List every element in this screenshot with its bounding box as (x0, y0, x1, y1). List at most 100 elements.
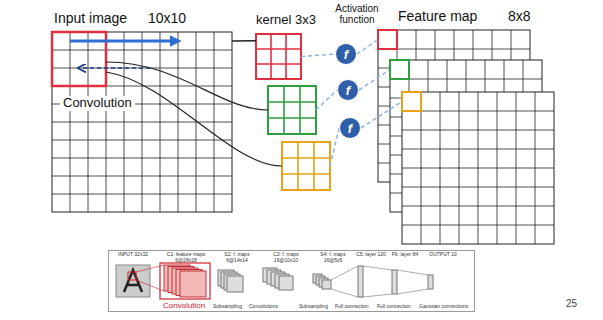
layer-bar (392, 270, 397, 294)
grid-line (497, 92, 498, 244)
grid-line (52, 140, 232, 141)
feature-plane (180, 271, 206, 297)
grid-line (256, 48, 301, 50)
grid-line (270, 34, 272, 79)
grid-line (52, 68, 232, 69)
feature-map-grid (402, 92, 554, 244)
grid-line (282, 173, 330, 175)
grid-line (402, 187, 554, 188)
output-cell (390, 60, 409, 79)
grid-line (285, 34, 287, 79)
map-title: Feature map (398, 8, 477, 24)
activation-circle: f (337, 79, 359, 101)
kernel-grid-frame (256, 34, 301, 79)
activation-label: Activation function (326, 4, 388, 25)
lenet-illustration (116, 263, 433, 299)
function-symbol: f (340, 118, 360, 138)
dashed-link (357, 40, 378, 55)
operation-label: Full connection (335, 304, 369, 310)
activation-circle: f (335, 43, 357, 65)
layer-label: C5: layer 120 (354, 252, 388, 258)
kernel-title: kernel 3x3 (256, 13, 316, 28)
page-number: 25 (566, 298, 577, 309)
layer-label: F6: layer 84 (388, 252, 422, 258)
pool-plane (322, 280, 331, 289)
receptive-field-box (128, 272, 136, 280)
return-arrow (80, 67, 150, 69)
kernel-grid (268, 86, 316, 134)
connection-line (397, 270, 428, 275)
output-cell (378, 30, 397, 49)
lenet-inset: INPUT 32x32 C1: feature maps 6@28x28S2: f… (108, 250, 475, 312)
feature-plane (279, 276, 293, 290)
layer-label: C1: feature maps 6@28x28 (161, 252, 211, 263)
grid-line (268, 101, 316, 103)
grid-line (52, 176, 232, 177)
grid-line (268, 117, 316, 119)
inset-ground (108, 250, 475, 312)
connection-line (363, 266, 392, 270)
operation-label: Convolutions (249, 304, 278, 310)
connection-line (397, 289, 428, 294)
grid-line (402, 225, 554, 226)
grid-line (256, 63, 301, 65)
dashed-link (361, 102, 402, 129)
map-size: 8x8 (508, 8, 531, 24)
image-title: Input image (54, 10, 127, 26)
connection-line (331, 289, 358, 297)
feature-map-box: Feature map8x8 (378, 30, 530, 182)
operation-label: Subsampling (299, 304, 328, 310)
operation-label: Gaussian connections (419, 304, 468, 310)
grid-line (160, 32, 161, 212)
layer-bar (358, 266, 363, 297)
grid-line (196, 32, 197, 212)
highlight-label: Convolution (163, 301, 205, 310)
grid-line (313, 142, 315, 190)
output-cell (402, 92, 421, 111)
pool-plane (227, 276, 243, 292)
grid-line (535, 92, 536, 244)
connection-line (363, 294, 392, 297)
dashed-link (330, 128, 339, 166)
activation-circle: f (339, 117, 361, 139)
layer-label: OUTPUT 10 (423, 252, 463, 258)
grid-line (52, 122, 232, 123)
kernel-grid (282, 142, 330, 190)
function-symbol: f (336, 44, 356, 64)
grid-group (52, 30, 554, 244)
grid-line (178, 32, 179, 212)
input-image-grid: Input image10x10Convolution (52, 32, 232, 212)
grid-line (402, 206, 554, 207)
input-grid (52, 32, 232, 212)
connection-line (331, 266, 358, 280)
dashed-link (301, 54, 335, 57)
slide-arrow (70, 40, 178, 43)
operation-label: Convolution (60, 96, 135, 111)
layer-label: INPUT 32x32 (111, 252, 155, 258)
layer-bar (428, 275, 433, 289)
grid-line (283, 86, 285, 134)
layer-label: S4: f. maps 16@5x5 (312, 252, 354, 263)
kernel-grid-frame (268, 86, 316, 134)
kernel-link-curve (106, 72, 282, 166)
kernel-grid (256, 34, 301, 79)
kernel-link-line (232, 40, 256, 42)
image-size: 10x10 (148, 10, 186, 26)
input-grid-frame (52, 32, 232, 212)
grid-line (52, 194, 232, 195)
grid-line (52, 158, 232, 159)
grid-line (214, 32, 215, 212)
dashed-link (316, 90, 337, 110)
grid-line (299, 86, 301, 134)
function-symbol: f (338, 80, 358, 100)
kernel-box: kernel 3x3 (256, 34, 301, 79)
operation-label: Subsampling (213, 304, 242, 310)
grid-line (402, 168, 554, 169)
highlight-box (160, 263, 210, 299)
layer-label: S2: f. maps 6@14x14 (213, 252, 261, 263)
operation-label: Full connection (377, 304, 411, 310)
dashed-link (359, 70, 390, 91)
